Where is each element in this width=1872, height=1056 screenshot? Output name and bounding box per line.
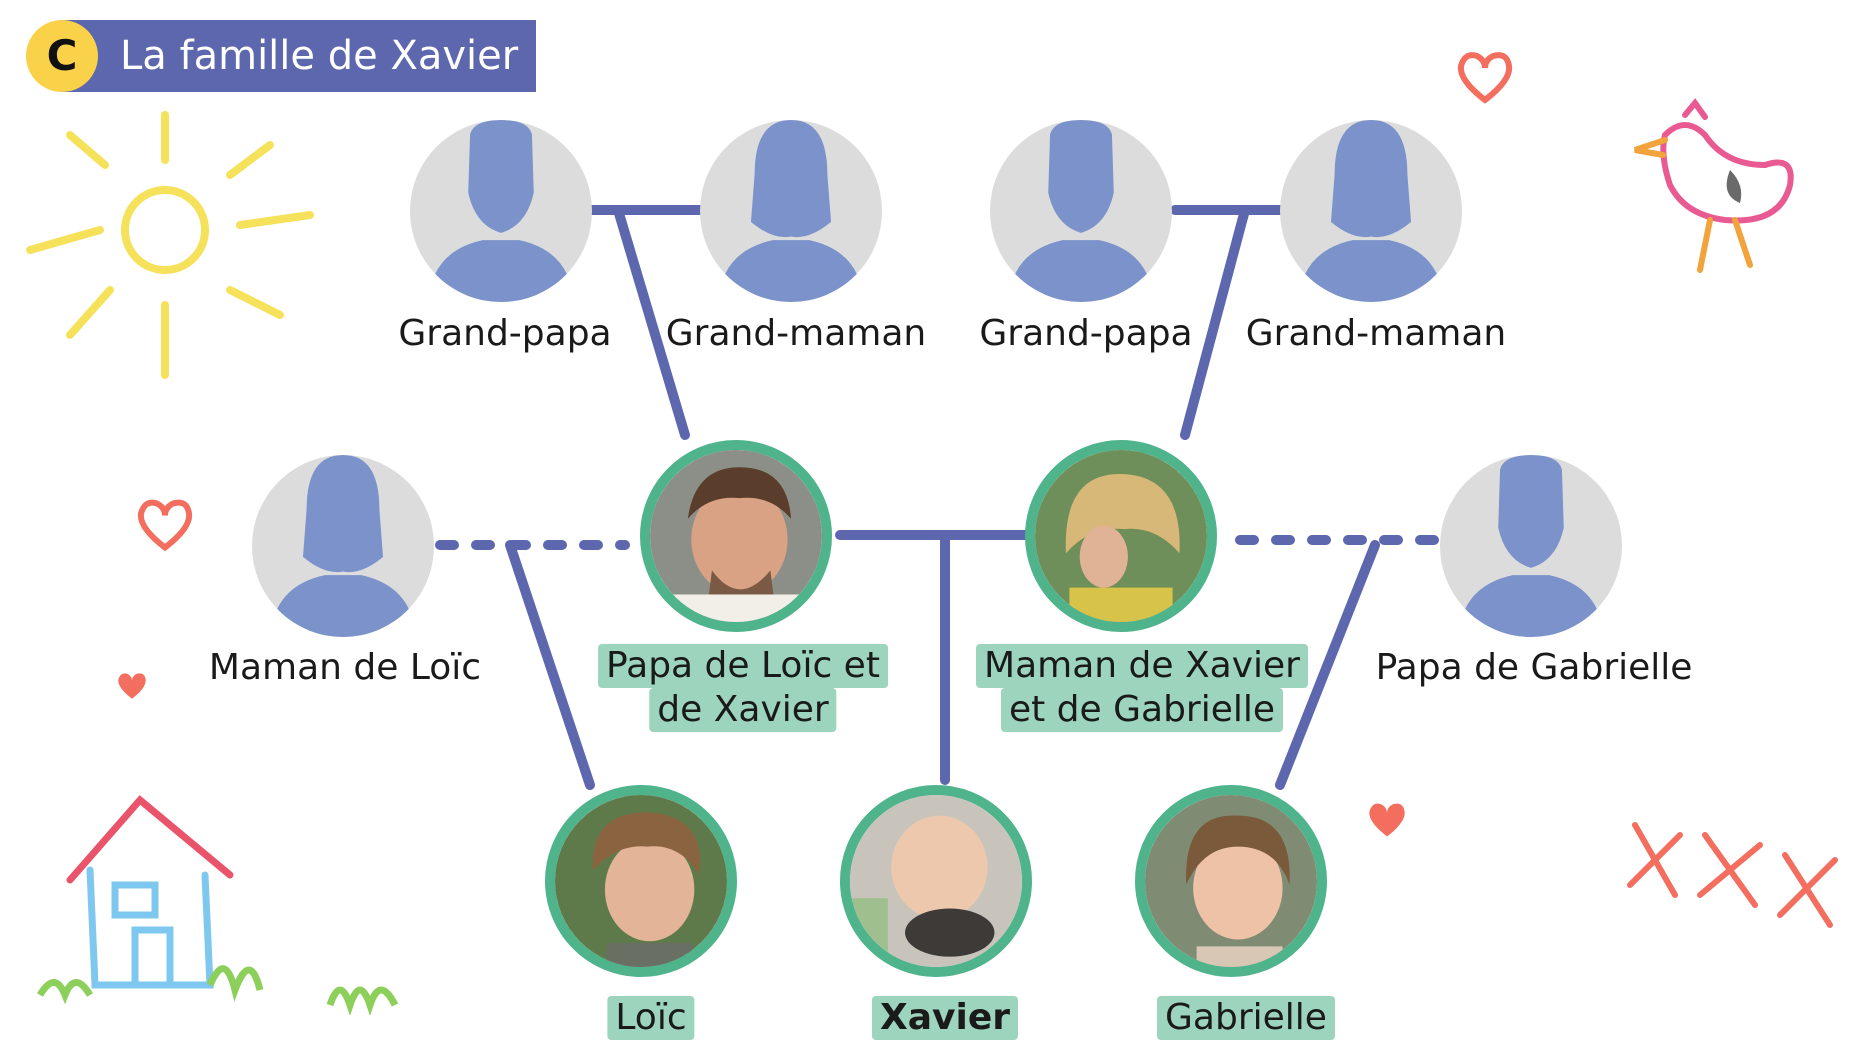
label-grandpa-right: Grand-papa: [979, 313, 1193, 354]
person-silhouette-icon: [428, 120, 574, 302]
link-to-gabrielle: [1275, 540, 1380, 790]
label-loic: Loïc: [607, 996, 695, 1040]
heart-icon: [137, 499, 193, 552]
label-papa-gabrielle: Papa de Gabrielle: [1375, 647, 1693, 688]
label-maman-line2: et de Gabrielle: [1000, 688, 1284, 732]
label-grandma-left: Grand-maman: [665, 313, 927, 354]
label-maman-line1: Maman de Xavier: [976, 644, 1308, 688]
page-title: La famille de Xavier: [60, 20, 536, 92]
section-badge: C: [26, 20, 98, 92]
kisses-doodle-icon: [1627, 822, 1838, 928]
bird-doodle-icon: [1634, 98, 1794, 273]
photo-gabrielle: [1135, 785, 1327, 977]
label-grandpa-left: Grand-papa: [398, 313, 612, 354]
label-gabrielle: Gabrielle: [1157, 996, 1335, 1040]
avatar-grandpa-left: [410, 120, 592, 302]
photo-maman: [1025, 440, 1217, 632]
avatar-grandma-right: [1280, 120, 1462, 302]
person-photo-icon: [1035, 450, 1207, 622]
label-maman-loic: Maman de Loïc: [208, 647, 482, 688]
person-silhouette-icon: [1458, 455, 1604, 637]
person-silhouette-icon: [270, 455, 416, 637]
photo-xavier: [840, 785, 1032, 977]
label-grandma-right: Grand-maman: [1245, 313, 1507, 354]
person-photo-icon: [1145, 795, 1317, 967]
grass-doodle-icon: [326, 986, 399, 1015]
person-photo-icon: [850, 795, 1022, 967]
photo-loic: [545, 785, 737, 977]
heart-icon: [1369, 803, 1405, 837]
photo-papa: [640, 440, 832, 632]
label-papa-line1: Papa de Loïc et: [598, 644, 888, 688]
link-to-papa: [613, 205, 690, 440]
link-to-loic: [505, 540, 595, 790]
house-doodle-icon: [36, 795, 264, 1005]
avatar-papa-gabrielle: [1440, 455, 1622, 637]
person-silhouette-icon: [1298, 120, 1444, 302]
person-photo-icon: [650, 450, 822, 622]
heart-icon: [1457, 52, 1513, 104]
heart-icon: [118, 673, 146, 699]
label-papa-line2: de Xavier: [649, 688, 837, 732]
link-to-maman: [1180, 205, 1250, 440]
sun-doodle-icon: [26, 111, 314, 379]
person-photo-icon: [555, 795, 727, 967]
label-xavier: Xavier: [871, 996, 1019, 1040]
avatar-grandpa-right: [990, 120, 1172, 302]
avatar-grandma-left: [700, 120, 882, 302]
person-silhouette-icon: [1008, 120, 1154, 302]
avatar-maman-loic: [252, 455, 434, 637]
person-silhouette-icon: [718, 120, 864, 302]
